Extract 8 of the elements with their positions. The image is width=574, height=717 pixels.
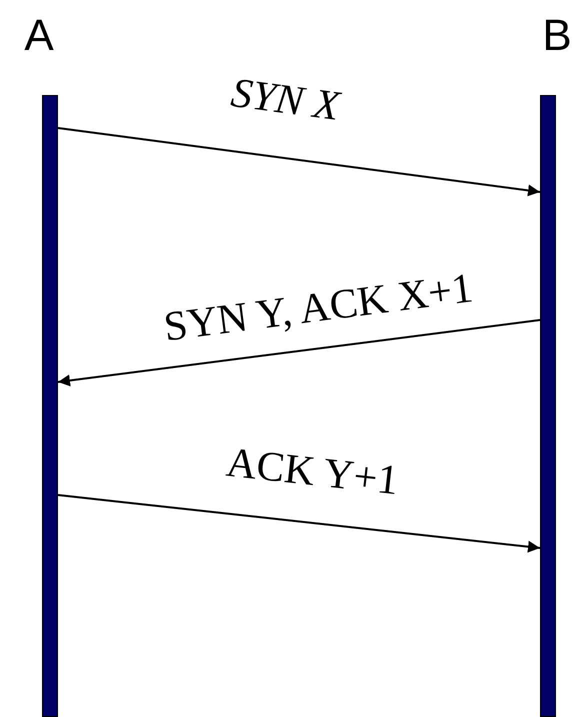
participant-name: A (23, 12, 55, 60)
edge-label: SYN X (228, 71, 342, 129)
message-arrow (58, 127, 540, 196)
edge-label: SYN Y, ACK X+1 (160, 266, 475, 350)
message-arrow (58, 494, 540, 553)
message-arrow (58, 319, 540, 386)
edge-label: ACK Y+1 (224, 440, 400, 504)
participant-name: B (541, 12, 573, 60)
